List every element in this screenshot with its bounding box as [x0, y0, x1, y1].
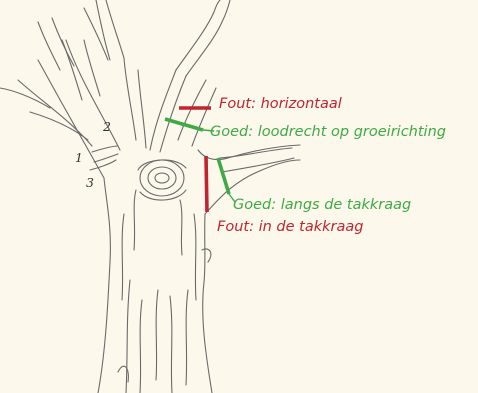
- cut-number-3: 3: [86, 175, 94, 190]
- branch-knot: [140, 160, 184, 196]
- label-wrong-horizontal: Fout: horizontaal: [219, 96, 342, 112]
- label-good-perpendicular: Goed: loodrecht op groeirichting: [210, 124, 446, 140]
- trunk-outline-left: [98, 178, 110, 393]
- label-good-collar: Goed: langs de takkraag: [233, 197, 411, 213]
- cut-marker-wrong-collar: [206, 156, 207, 212]
- label-wrong-collar: Fout: in de takkraag: [217, 219, 363, 235]
- right-branch: [176, 12, 214, 70]
- cut-number-2: 2: [102, 119, 111, 134]
- cut-marker-good-collar: [218, 158, 229, 194]
- trunk-outline-right: [203, 214, 212, 393]
- cut-marker-good-perpendicular: [165, 119, 203, 130]
- cut-number-1: 1: [75, 150, 83, 165]
